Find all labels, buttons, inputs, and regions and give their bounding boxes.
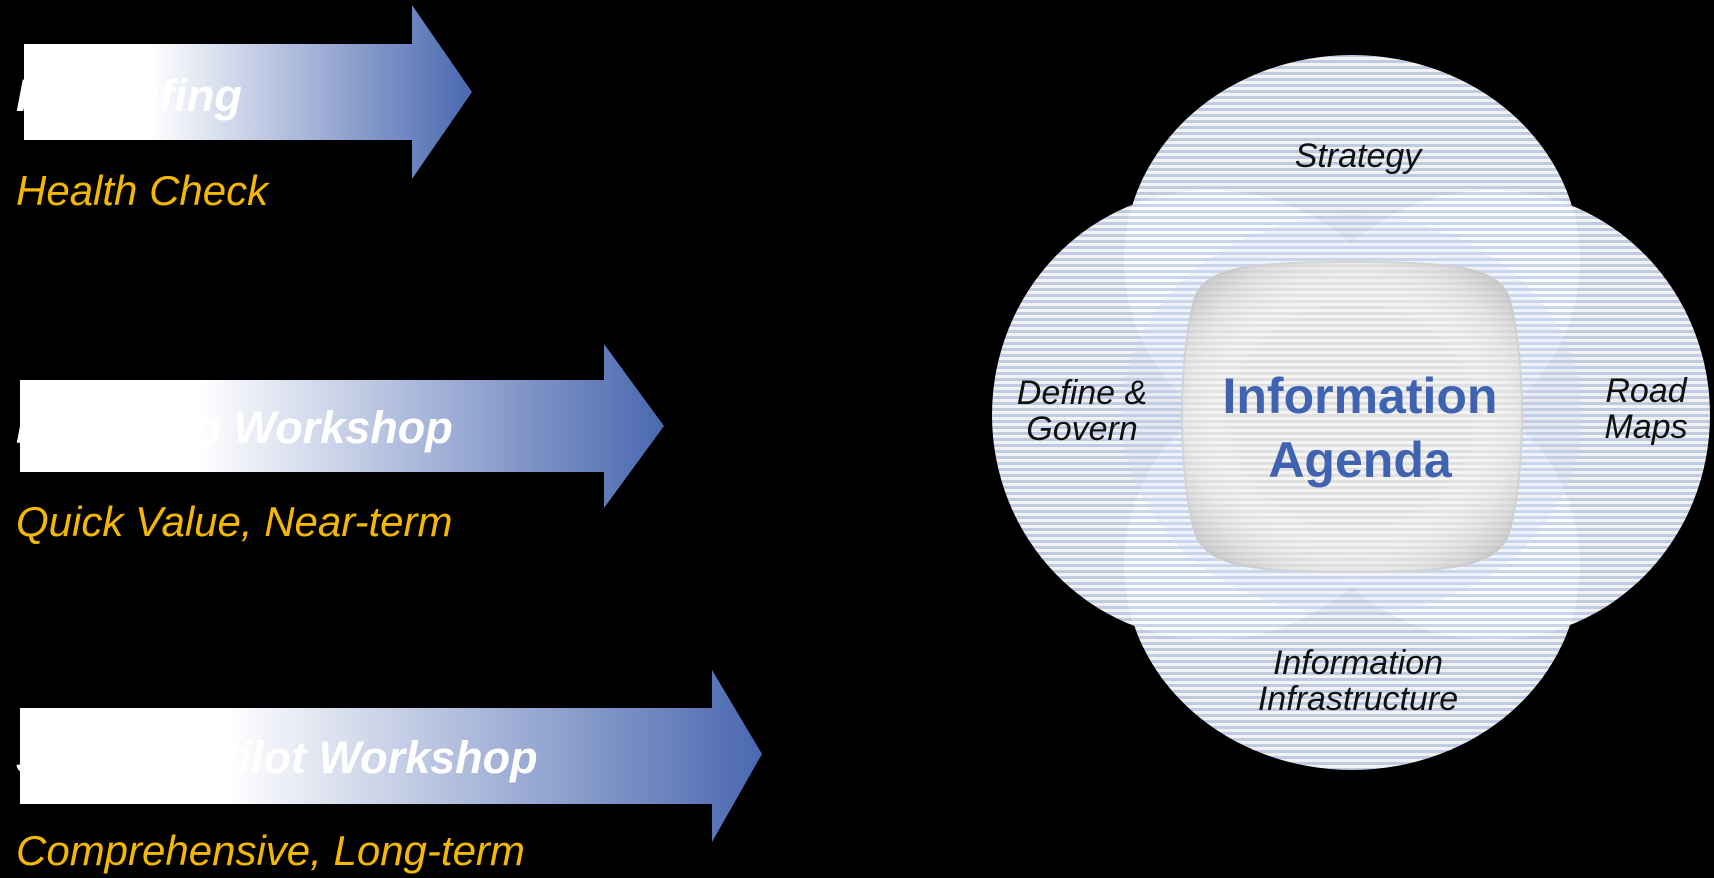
offering-title-roadmap-workshop: Roadmap Workshop bbox=[16, 402, 453, 453]
offering-subtitle-comprehensive: Comprehensive, Long-term bbox=[16, 827, 525, 874]
center-label-line2: Agenda bbox=[1268, 432, 1453, 488]
label-road-maps-line1: Road bbox=[1605, 372, 1687, 410]
label-define-govern-line1: Define & bbox=[1017, 374, 1147, 412]
offering-title-ia-briefing: IA Briefing bbox=[16, 70, 242, 121]
offering-subtitle-quick-value: Quick Value, Near-term bbox=[16, 498, 453, 545]
label-information-infrastructure-line2: Infrastructure bbox=[1258, 680, 1458, 718]
center-panel bbox=[1181, 260, 1523, 574]
label-define-govern-line2: Govern bbox=[1026, 410, 1138, 448]
label-strategy: Strategy bbox=[1295, 137, 1424, 175]
offering-subtitle-health-check: Health Check bbox=[16, 167, 269, 214]
offering-title-solution-pilot-workshop: Solution Pilot Workshop bbox=[16, 732, 538, 783]
label-road-maps-line2: Maps bbox=[1604, 408, 1687, 446]
center-label-line1: Information bbox=[1223, 368, 1498, 424]
label-information-infrastructure-line1: Information bbox=[1273, 644, 1443, 682]
